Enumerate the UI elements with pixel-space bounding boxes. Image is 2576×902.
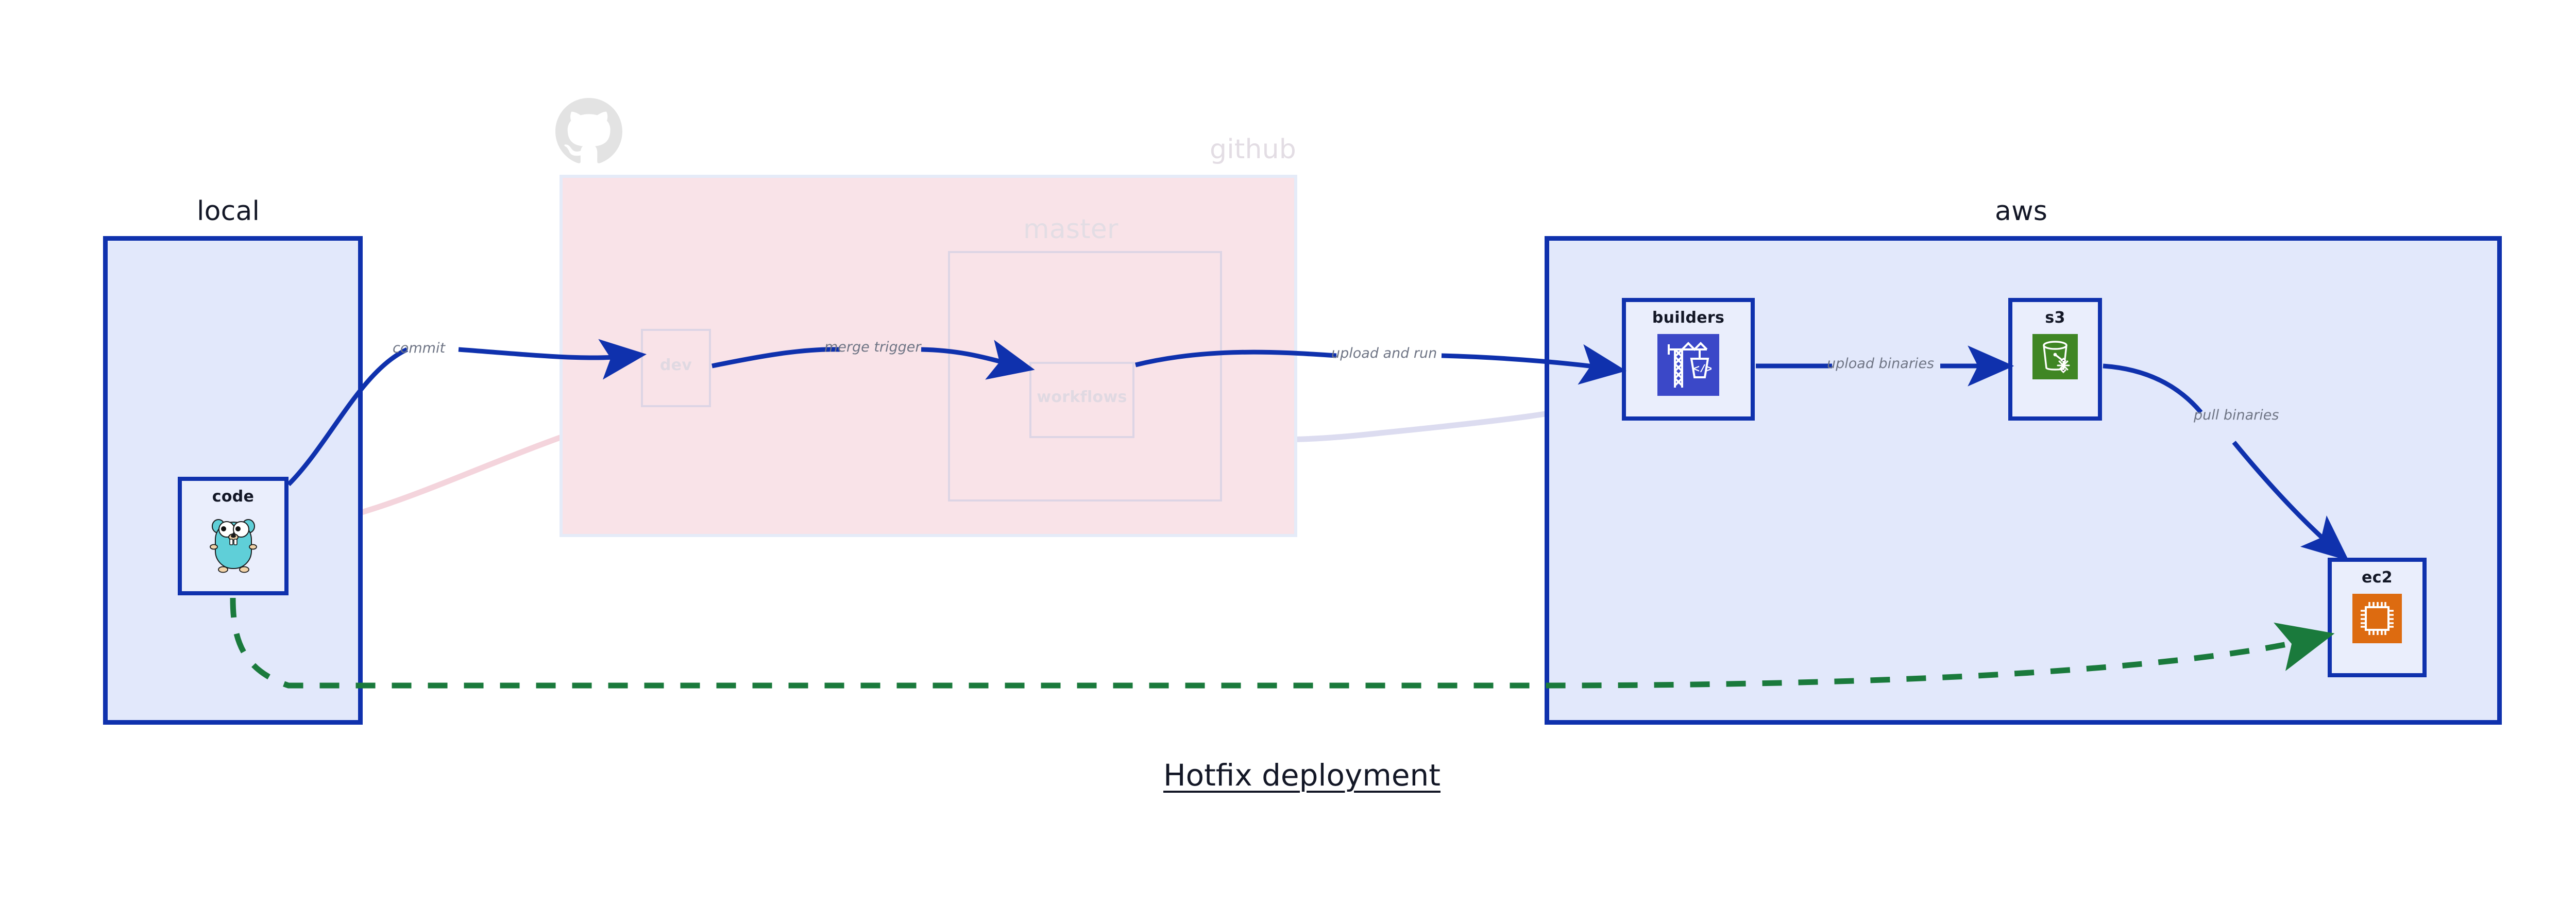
edge-code-dev-tail: [458, 339, 647, 380]
github-octocat-icon: [555, 98, 622, 163]
edge-code-dev: [286, 347, 408, 487]
node-code[interactable]: code: [178, 477, 289, 595]
svg-text:</>: </>: [1693, 364, 1712, 376]
edge-s3-ec2-tail: [2232, 441, 2349, 561]
edge-label-upload-binaries: upload binaries: [1827, 356, 1935, 372]
edge-label-upload-and-run: upload and run: [1331, 345, 1437, 361]
node-builders[interactable]: builders </>: [1622, 298, 1755, 421]
group-master[interactable]: [948, 251, 1222, 502]
group-label-aws: aws: [1995, 196, 2048, 227]
aws-ec2-cpu-icon: [2352, 594, 2402, 643]
edge-dev-workflows-tail: [921, 340, 1035, 380]
node-builders-label: builders: [1652, 309, 1725, 327]
diagram-caption-text: Hotfix deployment: [1163, 758, 1441, 793]
aws-s3-glacier-bucket-icon: [2032, 334, 2078, 379]
edge-label-commit: commit: [393, 340, 446, 356]
edge-code-ec2-hotfix: [230, 597, 2335, 689]
edge-workflows-builders-tail: [1441, 344, 1626, 385]
edge-label-pull-binaries: pull binaries: [2194, 407, 2279, 423]
group-label-master: master: [1023, 214, 1118, 245]
group-label-github: github: [1210, 134, 1296, 165]
edge-dev-workflows-head: [711, 347, 840, 369]
aws-codebuild-crane-icon: </>: [1657, 334, 1719, 396]
golang-gopher-icon: [209, 519, 257, 573]
node-s3[interactable]: s3: [2008, 298, 2102, 421]
node-ec2[interactable]: ec2: [2328, 558, 2427, 677]
group-label-local: local: [197, 196, 260, 227]
diagram-caption: Hotfix deployment: [0, 758, 2576, 793]
node-workflows[interactable]: workflows: [1029, 362, 1134, 438]
edge-s3-ec2-head: [2103, 363, 2203, 414]
node-dev-label: dev: [659, 356, 692, 374]
node-code-label: code: [212, 488, 255, 506]
edge-label-merge-trigger: merge trigger: [824, 339, 921, 355]
edge-workflows-builders-head: [1134, 349, 1337, 368]
node-ec2-label: ec2: [2362, 569, 2393, 587]
node-workflows-label: workflows: [1037, 388, 1127, 406]
node-s3-label: s3: [2045, 309, 2065, 327]
